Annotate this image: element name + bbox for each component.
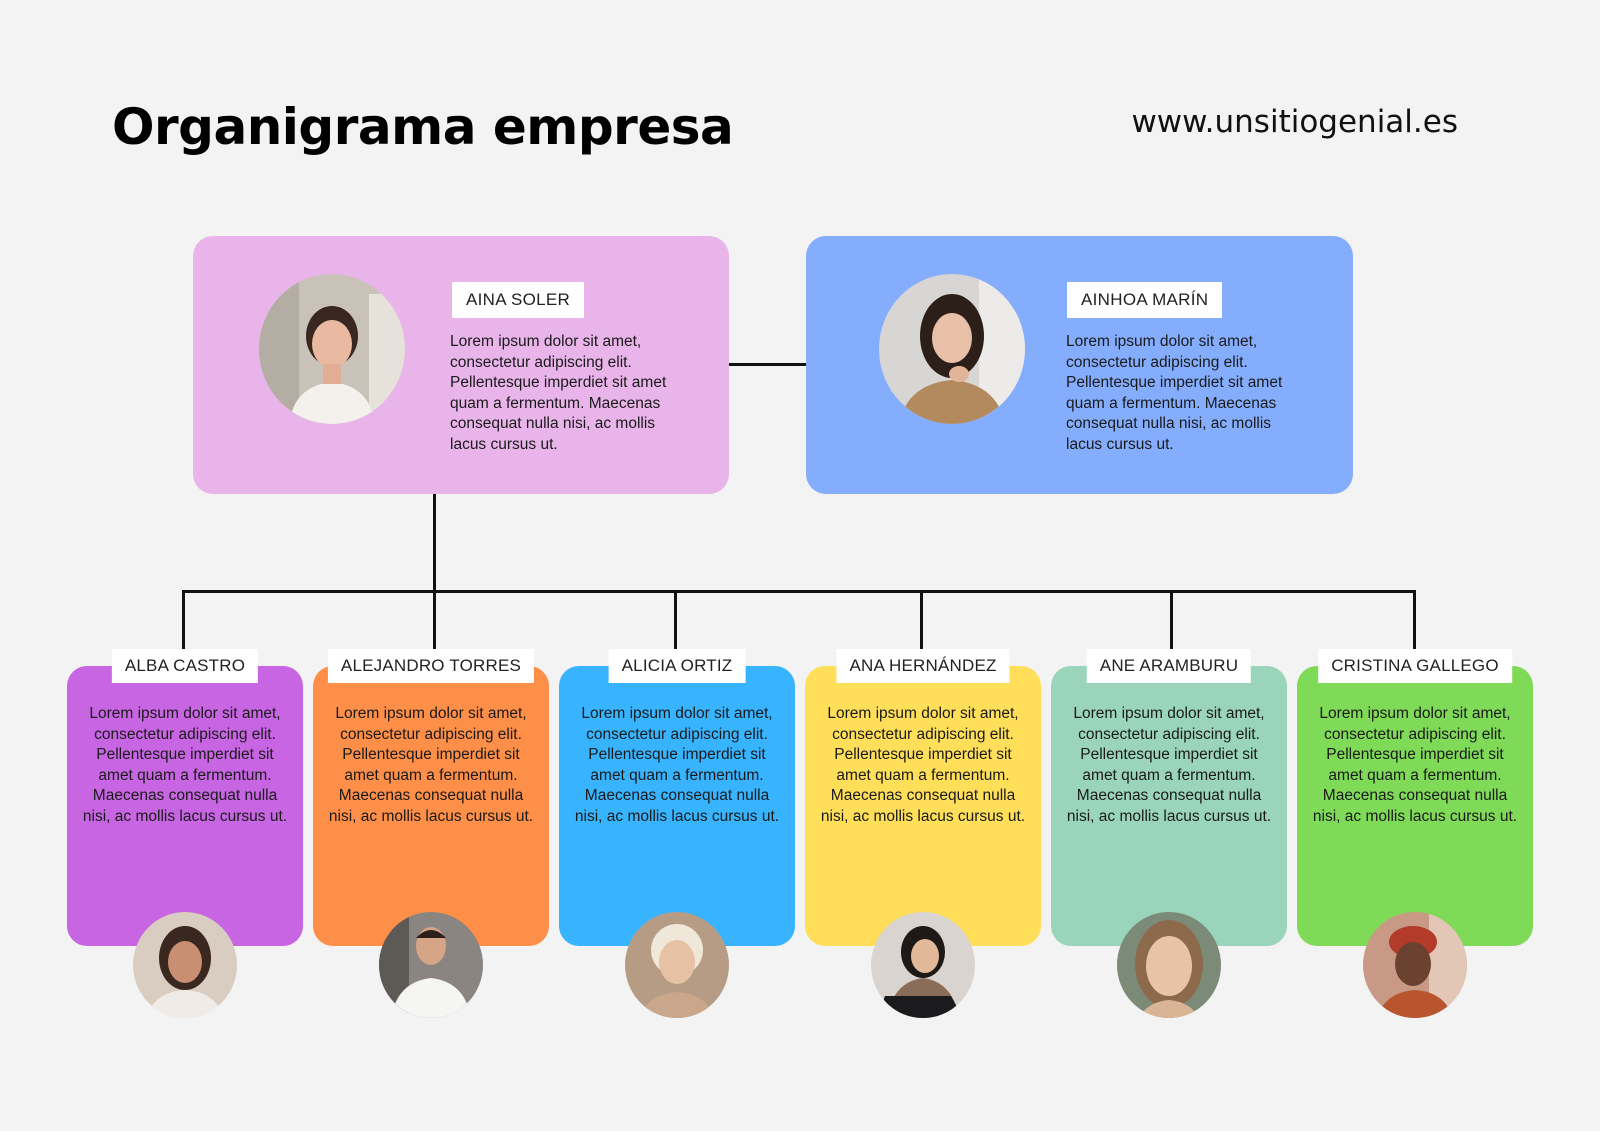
woman-portrait-icon xyxy=(1117,912,1221,1018)
woman-portrait-icon xyxy=(133,912,237,1018)
person-name: ANA HERNÁNDEZ xyxy=(836,649,1010,683)
connector-drop xyxy=(674,590,677,650)
person-name: CRISTINA GALLEGO xyxy=(1318,649,1512,683)
manager-card: AINA SOLER Lorem ipsum dolor sit amet, c… xyxy=(193,236,729,494)
website-url: www.unsitiogenial.es xyxy=(1131,104,1458,140)
person-name: AINHOA MARÍN xyxy=(1067,282,1223,318)
connector-drop xyxy=(1413,590,1416,650)
woman-laptop-portrait-icon xyxy=(871,912,975,1018)
team-member-card: Lorem ipsum dolor sit amet, consectetur … xyxy=(1297,666,1533,946)
connector-drop xyxy=(1170,590,1173,650)
woman-portrait-icon xyxy=(625,912,729,1018)
person-name: ALEJANDRO TORRES xyxy=(327,649,535,683)
connector-bus xyxy=(182,590,1416,593)
person-description: Lorem ipsum dolor sit amet, consectetur … xyxy=(328,705,534,825)
connector-drop xyxy=(920,590,923,650)
person-description: Lorem ipsum dolor sit amet, consectetur … xyxy=(1066,705,1272,825)
person-name: ANE ARAMBURU xyxy=(1086,649,1252,683)
team-member-card: Lorem ipsum dolor sit amet, consectetur … xyxy=(313,666,549,946)
person-description: Lorem ipsum dolor sit amet, consectetur … xyxy=(820,705,1026,825)
team-member-card: Lorem ipsum dolor sit amet, consectetur … xyxy=(67,666,303,946)
person-name: ALICIA ORTIZ xyxy=(608,649,746,683)
woman-portrait-icon xyxy=(259,274,405,424)
person-description: Lorem ipsum dolor sit amet, consectetur … xyxy=(82,705,288,825)
team-member-card: Lorem ipsum dolor sit amet, consectetur … xyxy=(1051,666,1287,946)
connector-top-horizontal xyxy=(728,363,806,366)
team-member-card: Lorem ipsum dolor sit amet, consectetur … xyxy=(559,666,795,946)
chef-portrait-icon xyxy=(379,912,483,1018)
person-description: Lorem ipsum dolor sit amet, consectetur … xyxy=(1312,705,1518,825)
connector-drop xyxy=(433,590,436,650)
connector-drop xyxy=(182,590,185,650)
person-description: Lorem ipsum dolor sit amet, consectetur … xyxy=(450,333,667,453)
woman-portrait-icon xyxy=(879,274,1025,424)
person-name: AINA SOLER xyxy=(452,282,585,318)
person-description: Lorem ipsum dolor sit amet, consectetur … xyxy=(574,705,780,825)
connector-trunk xyxy=(433,494,436,593)
team-member-card: Lorem ipsum dolor sit amet, consectetur … xyxy=(805,666,1041,946)
woman-portrait-icon xyxy=(1363,912,1467,1018)
manager-card: AINHOA MARÍN Lorem ipsum dolor sit amet,… xyxy=(806,236,1353,494)
person-description: Lorem ipsum dolor sit amet, consectetur … xyxy=(1066,333,1283,453)
person-name: ALBA CASTRO xyxy=(111,649,259,683)
page-title: Organigrama empresa xyxy=(112,98,734,156)
